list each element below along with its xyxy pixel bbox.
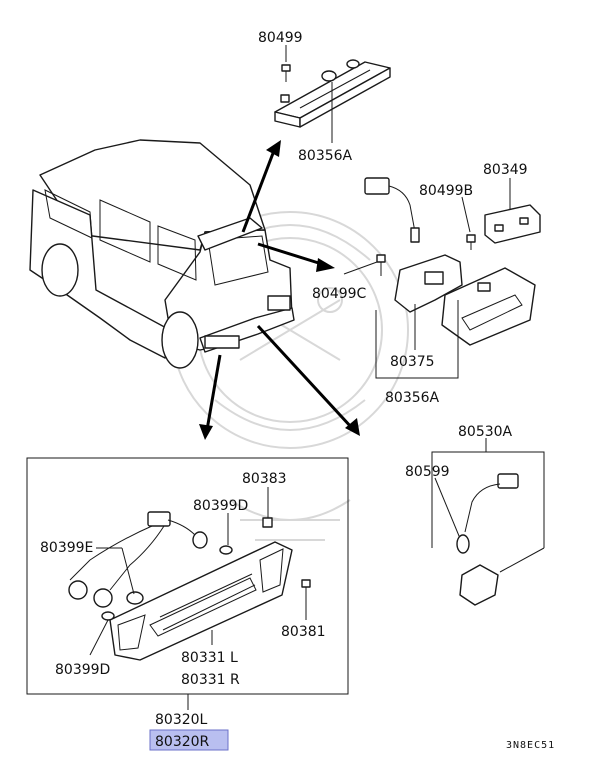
pointer-arrows (199, 140, 360, 440)
highlight-80320R (149, 729, 229, 751)
label-80530A[interactable]: 80530A (458, 424, 513, 440)
high-mount-stop-lamp (274, 45, 391, 143)
label-80399D-bottom[interactable]: 80399D (55, 662, 110, 678)
diagram-code: 3N8EC51 (506, 740, 555, 751)
label-80399D-top[interactable]: 80399D (193, 498, 248, 514)
label-80375[interactable]: 80375 (390, 354, 435, 370)
van-illustration (29, 139, 295, 369)
label-80320L[interactable]: 80320L (155, 712, 208, 728)
label-80499B[interactable]: 80499B (419, 183, 473, 199)
label-80399E[interactable]: 80399E (40, 540, 93, 556)
label-80383[interactable]: 80383 (242, 471, 287, 487)
label-80331R[interactable]: 80331 R (181, 672, 240, 688)
marker-lamp-assembly (431, 438, 545, 606)
label-80356A-mid[interactable]: 80356A (385, 390, 440, 406)
label-80499[interactable]: 80499 (258, 30, 303, 46)
label-80331L[interactable]: 80331 L (181, 650, 238, 666)
license-lamp-assembly (343, 177, 541, 379)
label-80499C[interactable]: 80499C (312, 286, 367, 302)
label-80349[interactable]: 80349 (483, 162, 528, 178)
label-80599[interactable]: 80599 (405, 464, 450, 480)
rear-lamp-assembly (26, 457, 349, 710)
label-80356A-top[interactable]: 80356A (298, 148, 353, 164)
label-80381[interactable]: 80381 (281, 624, 326, 640)
label-80320R[interactable]: 80320R (155, 734, 210, 750)
